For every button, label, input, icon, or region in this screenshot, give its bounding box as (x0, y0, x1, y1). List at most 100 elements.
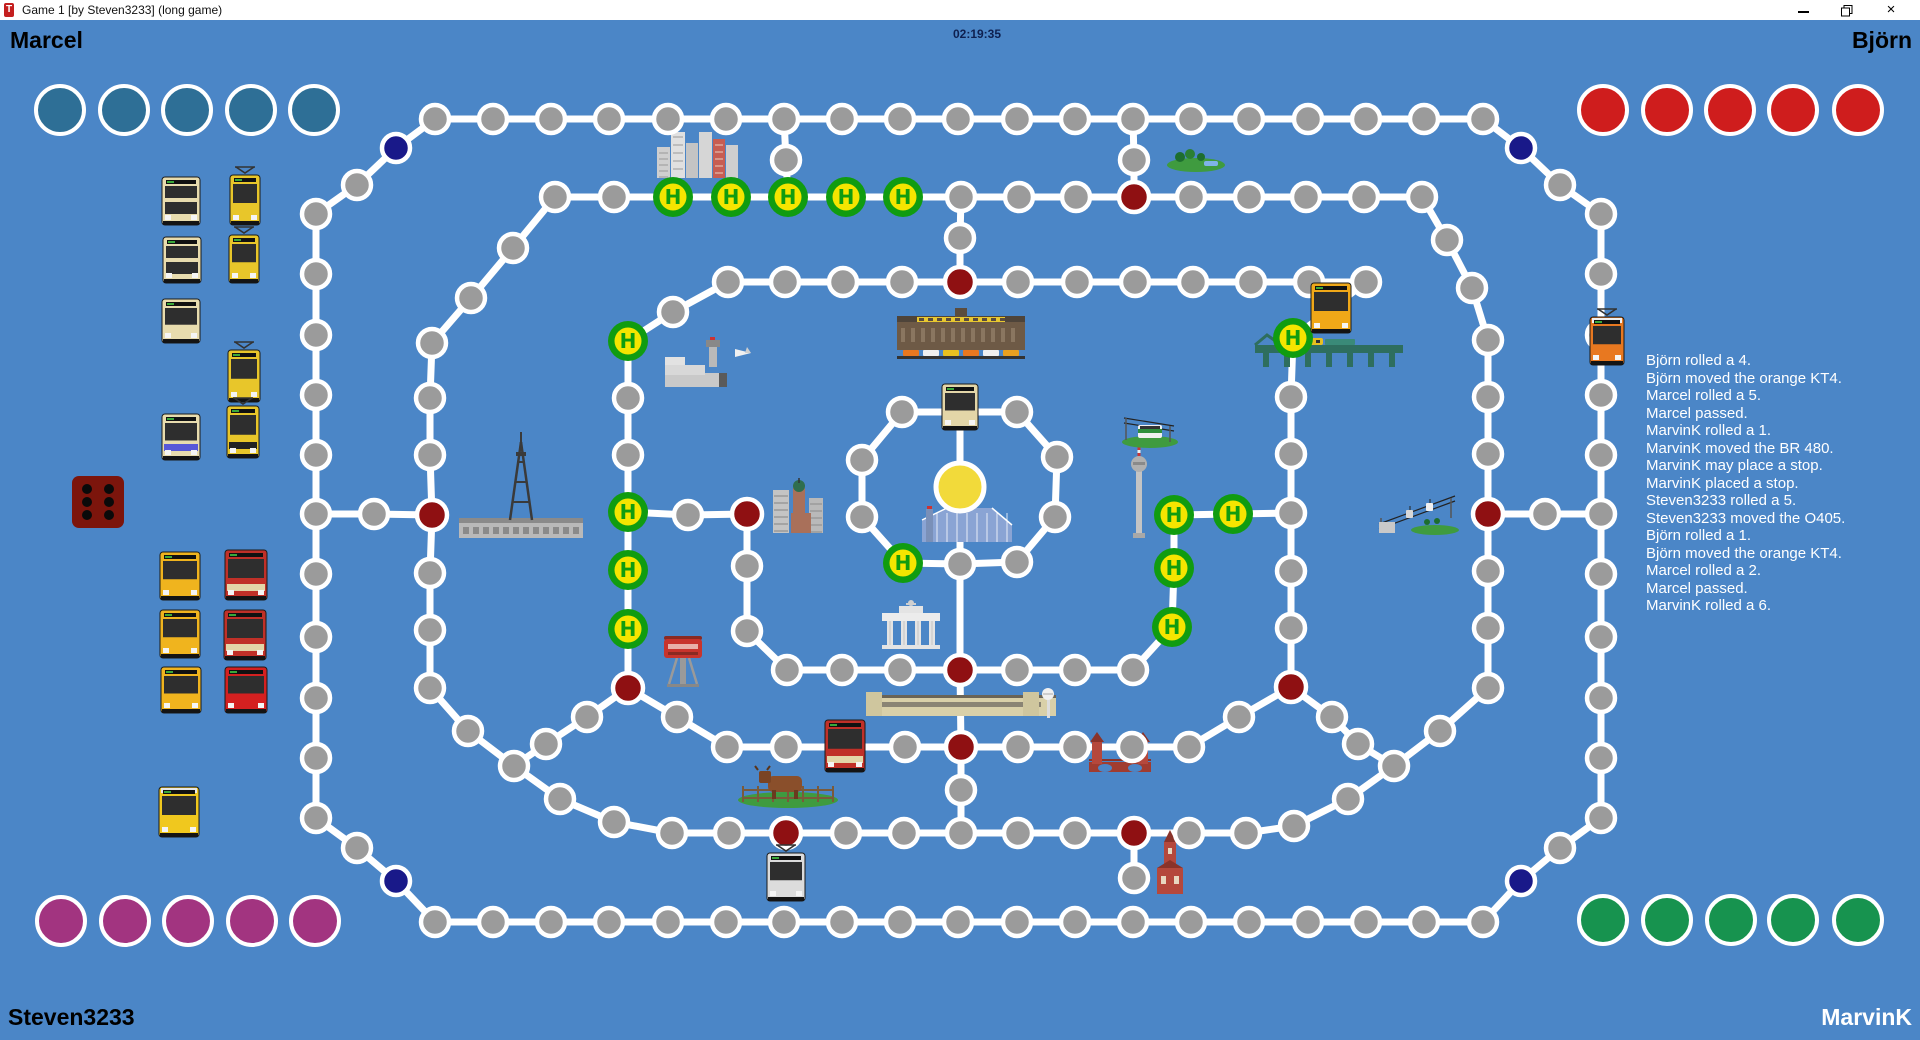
stop-node-red[interactable] (1470, 496, 1506, 532)
board-node[interactable] (829, 816, 863, 850)
board-node[interactable] (299, 378, 333, 412)
bus-stop-H[interactable]: H (653, 177, 693, 217)
board-node[interactable] (1058, 905, 1092, 939)
board-node[interactable] (883, 905, 917, 939)
board-node[interactable] (730, 614, 764, 648)
board-node[interactable] (1229, 816, 1263, 850)
board-node[interactable] (1584, 378, 1618, 412)
board-node[interactable] (885, 265, 919, 299)
board-node[interactable] (1274, 496, 1308, 530)
tram-dark[interactable] (226, 397, 260, 459)
board-node[interactable] (1291, 102, 1325, 136)
board-node[interactable] (1277, 809, 1311, 843)
board-node[interactable] (941, 102, 975, 136)
board-node[interactable] (1584, 801, 1618, 835)
stop-node-red[interactable] (1273, 669, 1309, 705)
token-Marcel[interactable] (98, 84, 150, 136)
board-node[interactable] (767, 102, 801, 136)
board-node[interactable] (1232, 180, 1266, 214)
board-node[interactable] (1117, 861, 1151, 895)
board-node[interactable] (888, 730, 922, 764)
board-node[interactable] (1116, 102, 1150, 136)
token-MarvinK[interactable] (1832, 894, 1884, 946)
board-node[interactable] (1174, 102, 1208, 136)
corner-node-navy[interactable] (379, 864, 413, 898)
board-node[interactable] (885, 395, 919, 429)
sbahn-BR480[interactable] (824, 719, 866, 773)
board-node[interactable] (1172, 730, 1206, 764)
board-node[interactable] (1584, 557, 1618, 591)
token-Björn[interactable] (1767, 84, 1819, 136)
board-node[interactable] (534, 905, 568, 939)
board-node[interactable] (767, 905, 801, 939)
board-node[interactable] (1331, 782, 1365, 816)
board-node[interactable] (711, 265, 745, 299)
corner-node-navy[interactable] (1504, 131, 1538, 165)
board-node[interactable] (1040, 440, 1074, 474)
token-MarvinK[interactable] (1641, 894, 1693, 946)
board-node[interactable] (1543, 168, 1577, 202)
board-node[interactable] (1274, 437, 1308, 471)
board-node[interactable] (299, 557, 333, 591)
board-node[interactable] (769, 730, 803, 764)
board-node[interactable] (1058, 653, 1092, 687)
token-MarvinK[interactable] (1767, 894, 1819, 946)
board-node[interactable] (413, 613, 447, 647)
board-node[interactable] (529, 727, 563, 761)
board-node[interactable] (1172, 816, 1206, 850)
bus-stop-H[interactable]: H (826, 177, 866, 217)
board-node[interactable] (1471, 671, 1505, 705)
stop-node-red[interactable] (942, 652, 978, 688)
restore-button[interactable] (1833, 0, 1861, 20)
board-node[interactable] (1274, 554, 1308, 588)
token-Björn[interactable] (1704, 84, 1756, 136)
token-Marcel[interactable] (34, 84, 86, 136)
board-node[interactable] (1000, 653, 1034, 687)
stop-node-red[interactable] (1116, 179, 1152, 215)
board-node[interactable] (413, 556, 447, 590)
board-node[interactable] (1234, 265, 1268, 299)
board-node[interactable] (299, 438, 333, 472)
sbahn-red[interactable] (224, 666, 268, 714)
board-node[interactable] (1001, 816, 1035, 850)
board-node[interactable] (944, 180, 978, 214)
board-node[interactable] (887, 816, 921, 850)
stop-node-red[interactable] (414, 497, 450, 533)
board-node[interactable] (651, 102, 685, 136)
board-node[interactable] (611, 438, 645, 472)
board-node[interactable] (1117, 143, 1151, 177)
board-node[interactable] (883, 653, 917, 687)
board-node[interactable] (943, 221, 977, 255)
board-node[interactable] (712, 816, 746, 850)
board-node[interactable] (418, 102, 452, 136)
board-node[interactable] (476, 102, 510, 136)
board-node[interactable] (1584, 741, 1618, 775)
board-node[interactable] (1584, 438, 1618, 472)
board-node[interactable] (611, 381, 645, 415)
board-node[interactable] (1423, 714, 1457, 748)
board-node[interactable] (1058, 102, 1092, 136)
board-node[interactable] (1058, 730, 1092, 764)
board-node[interactable] (299, 318, 333, 352)
stop-node-red[interactable] (610, 670, 646, 706)
board-node[interactable] (538, 180, 572, 214)
board-node[interactable] (1289, 180, 1323, 214)
board-node[interactable] (651, 905, 685, 939)
board-node[interactable] (1000, 395, 1034, 429)
board-node[interactable] (1291, 905, 1325, 939)
board-node[interactable] (1058, 816, 1092, 850)
stop-node-red[interactable] (1116, 815, 1152, 851)
token-MarvinK[interactable] (1577, 894, 1629, 946)
bus-O405[interactable] (941, 383, 979, 431)
board-node[interactable] (597, 805, 631, 839)
bus-blue-stripe[interactable] (161, 413, 201, 461)
bus-cream[interactable] (161, 298, 201, 344)
token-Marcel[interactable] (225, 84, 277, 136)
corner-node-navy[interactable] (379, 131, 413, 165)
board-node[interactable] (1315, 700, 1349, 734)
board-node[interactable] (1584, 497, 1618, 531)
ubahn-yellow[interactable] (160, 666, 202, 714)
board-node[interactable] (1405, 180, 1439, 214)
sbahn-red-cream[interactable] (223, 609, 267, 661)
